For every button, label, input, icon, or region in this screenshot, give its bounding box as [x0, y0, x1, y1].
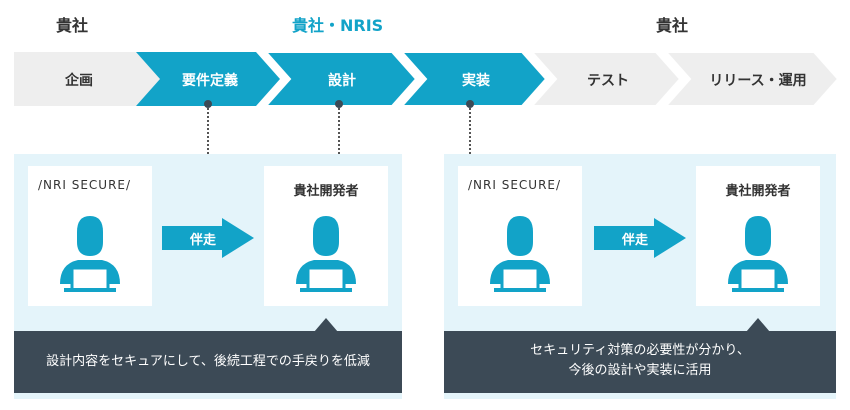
step-test-shape	[529, 51, 682, 107]
connector-line	[469, 108, 471, 154]
accompany-label: 伴走	[190, 233, 217, 248]
connector-dot	[335, 100, 343, 108]
connector-line	[207, 108, 209, 154]
right-callout-line2: 今後の設計や実装に活用	[568, 363, 712, 378]
connector-dot	[466, 100, 474, 108]
callout-pointer	[314, 318, 338, 332]
connector-dot	[204, 100, 212, 108]
phase-owner-right: 貴社	[656, 16, 689, 35]
step-design-shape	[263, 51, 418, 107]
step-implementation-shape	[399, 51, 548, 107]
phase-owner-center: 貴社・NRIS	[292, 16, 384, 35]
step-requirements: 要件定義	[182, 73, 238, 89]
step-release-shape	[663, 51, 840, 107]
nris-card: /NRI SECURE/	[458, 166, 582, 306]
left-callout: 設計内容をセキュアにして、後続工程での手戻りを低減	[14, 331, 402, 393]
person-icon	[490, 216, 550, 292]
client-card: 貴社開発者	[264, 166, 388, 306]
accompany-arrow	[162, 218, 254, 258]
accompany-label: 伴走	[622, 233, 649, 248]
nris-card: /NRI SECURE/	[28, 166, 152, 306]
step-requirements-shape	[136, 52, 280, 106]
right-callout-line1: セキュリティ対策の必要性が分かり、	[530, 343, 750, 358]
client-developer-title: 貴社開発者	[293, 184, 359, 199]
person-icon	[60, 216, 120, 292]
connector-line	[338, 108, 340, 154]
right-callout: セキュリティ対策の必要性が分かり、 今後の設計や実装に活用	[444, 331, 836, 393]
step-test: テスト	[587, 73, 629, 89]
client-developer-title: 貴社開発者	[725, 184, 791, 199]
person-icon	[728, 216, 788, 292]
step-release: リリース・運用	[709, 73, 807, 89]
client-card: 貴社開発者	[696, 166, 820, 306]
nri-secure-logo: /NRI SECURE/	[468, 178, 562, 192]
accompany-arrow	[594, 218, 686, 258]
nri-secure-logo: /NRI SECURE/	[38, 178, 132, 192]
person-icon	[296, 216, 356, 292]
step-planning: 企画	[65, 73, 93, 89]
phase-owner-left: 貴社	[56, 16, 89, 35]
step-design: 設計	[328, 73, 356, 89]
process-flow	[14, 51, 840, 107]
callout-pointer	[746, 318, 770, 332]
step-implementation: 実装	[462, 73, 490, 89]
step-planning-shape	[14, 52, 160, 106]
